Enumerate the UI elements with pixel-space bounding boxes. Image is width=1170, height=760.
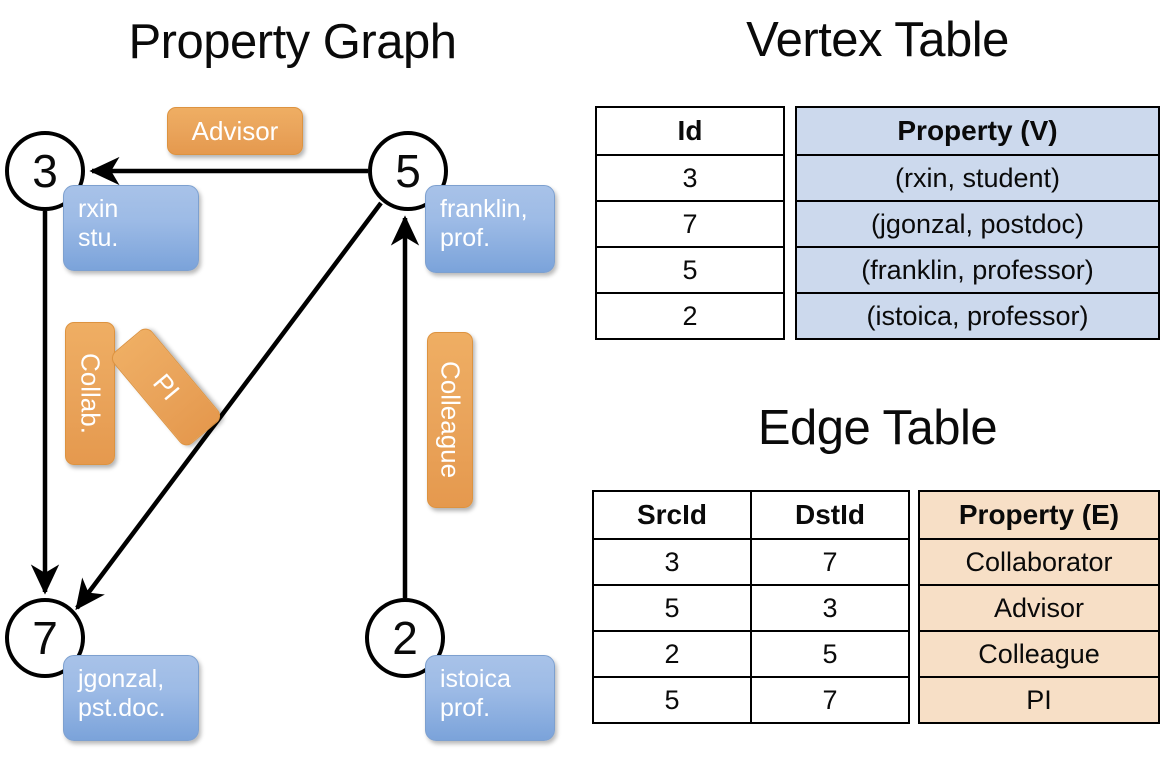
- vertex-row-0-id: 3: [595, 154, 785, 202]
- edge-label-collab: Collab.: [65, 322, 115, 465]
- edge-label-advisor-text: Advisor: [191, 115, 279, 146]
- graph-node-3-property-bubble: rxin stu.: [63, 185, 199, 271]
- edge-table-header-row: SrcId DstId Property (E): [592, 490, 1160, 540]
- graph-node-2-property-line2: prof.: [440, 693, 491, 722]
- page-title-vertex-table: Vertex Table: [746, 13, 1009, 67]
- vertex-row-0-gap: [784, 155, 796, 201]
- graph-node-2-label: 2: [392, 612, 418, 664]
- edge-row-0-dst: 7: [750, 538, 910, 586]
- vertex-row-0-property: (rxin, student): [795, 154, 1160, 202]
- graph-node-7-label: 7: [32, 612, 58, 664]
- graph-node-3-label: 3: [32, 145, 58, 197]
- edge-row-2-dst: 5: [750, 630, 910, 678]
- edge-row-3-dst: 7: [750, 676, 910, 724]
- vertex-row-1-id: 7: [595, 200, 785, 248]
- graph-node-2-circle[interactable]: [365, 598, 445, 678]
- edge-table-header-dstid: DstId: [750, 490, 910, 540]
- edge-table-column-gap: [909, 491, 919, 539]
- graph-node-7-property-bubble: jgonzal, pst.doc.: [63, 655, 199, 741]
- vertex-table-header-row: Id Property (V): [595, 106, 1160, 156]
- edge-table-header-property: Property (E): [918, 490, 1160, 540]
- edge-row-1-src: 5: [592, 584, 752, 632]
- page-title-edge-table: Edge Table: [757, 401, 998, 455]
- graph-node-5-property-line1: franklin,: [440, 195, 528, 223]
- edge-row-2-property: Colleague: [918, 630, 1160, 678]
- graph-node-5-property-line2: prof.: [440, 223, 491, 252]
- vertex-table: Id Property (V) 3 (rxin, student) 7 (jgo…: [595, 106, 1160, 340]
- table-row: 3 (rxin, student): [595, 154, 1160, 202]
- page-title-property-graph: Property Graph: [128, 15, 458, 69]
- graph-node-5-property-bubble: franklin, prof.: [425, 185, 555, 273]
- graph-node-5-label: 5: [395, 145, 421, 197]
- vertex-row-3-property: (istoica, professor): [795, 292, 1160, 340]
- vertex-row-2-id: 5: [595, 246, 785, 294]
- table-row: 7 (jgonzal, postdoc): [595, 200, 1160, 248]
- edge-label-pi-text: PI: [146, 367, 186, 406]
- edge-row-2-src: 2: [592, 630, 752, 678]
- table-row: 3 7 Collaborator: [592, 538, 1160, 586]
- edge-label-colleague: Colleague: [427, 332, 473, 508]
- edge-row-3-src: 5: [592, 676, 752, 724]
- graph-node-7-property-line1: jgonzal,: [78, 665, 165, 693]
- edge-row-1-dst: 3: [750, 584, 910, 632]
- graph-node-3-property-line2: stu.: [78, 223, 119, 252]
- edge-row-1-gap: [909, 585, 919, 631]
- edge-label-collab-text: Collab.: [75, 353, 106, 434]
- vertex-row-3-id: 2: [595, 292, 785, 340]
- edge-table: SrcId DstId Property (E) 3 7 Collaborato…: [592, 490, 1160, 724]
- vertex-table-column-gap: [784, 107, 796, 155]
- table-row: 5 (franklin, professor): [595, 246, 1160, 294]
- edge-row-0-gap: [909, 539, 919, 585]
- edge-5-to-7: [75, 201, 383, 611]
- graph-node-2-property-bubble: istoica prof.: [425, 655, 555, 741]
- edge-label-advisor: Advisor: [167, 107, 303, 155]
- table-row: 5 3 Advisor: [592, 584, 1160, 632]
- graph-node-3-property-line1: rxin: [78, 195, 119, 223]
- edge-row-2-gap: [909, 631, 919, 677]
- edge-table-header-srcid: SrcId: [592, 490, 752, 540]
- edge-row-0-src: 3: [592, 538, 752, 586]
- property-graph-diagram: 3 rxin stu. 5 franklin, prof. 7 jgonzal,…: [5, 107, 555, 741]
- edge-row-0-property: Collaborator: [918, 538, 1160, 586]
- vertex-row-2-gap: [784, 247, 796, 293]
- graph-edges-svg: [30, 156, 420, 611]
- vertex-row-3-gap: [784, 293, 796, 339]
- vertex-row-1-property: (jgonzal, postdoc): [795, 200, 1160, 248]
- edge-label-colleague-text: Colleague: [435, 361, 466, 479]
- table-row: 5 7 PI: [592, 676, 1160, 724]
- graph-node-5-circle[interactable]: [368, 131, 448, 211]
- edge-row-3-gap: [909, 677, 919, 723]
- table-row: 2 (istoica, professor): [595, 292, 1160, 340]
- edge-row-3-property: PI: [918, 676, 1160, 724]
- graph-node-7-property-line2: pst.doc.: [78, 693, 166, 722]
- graph-node-2-property-line1: istoica: [440, 665, 511, 693]
- table-row: 2 5 Colleague: [592, 630, 1160, 678]
- vertex-table-header-id: Id: [595, 106, 785, 156]
- vertex-row-2-property: (franklin, professor): [795, 246, 1160, 294]
- edge-row-1-property: Advisor: [918, 584, 1160, 632]
- vertex-row-1-gap: [784, 201, 796, 247]
- vertex-table-header-property: Property (V): [795, 106, 1160, 156]
